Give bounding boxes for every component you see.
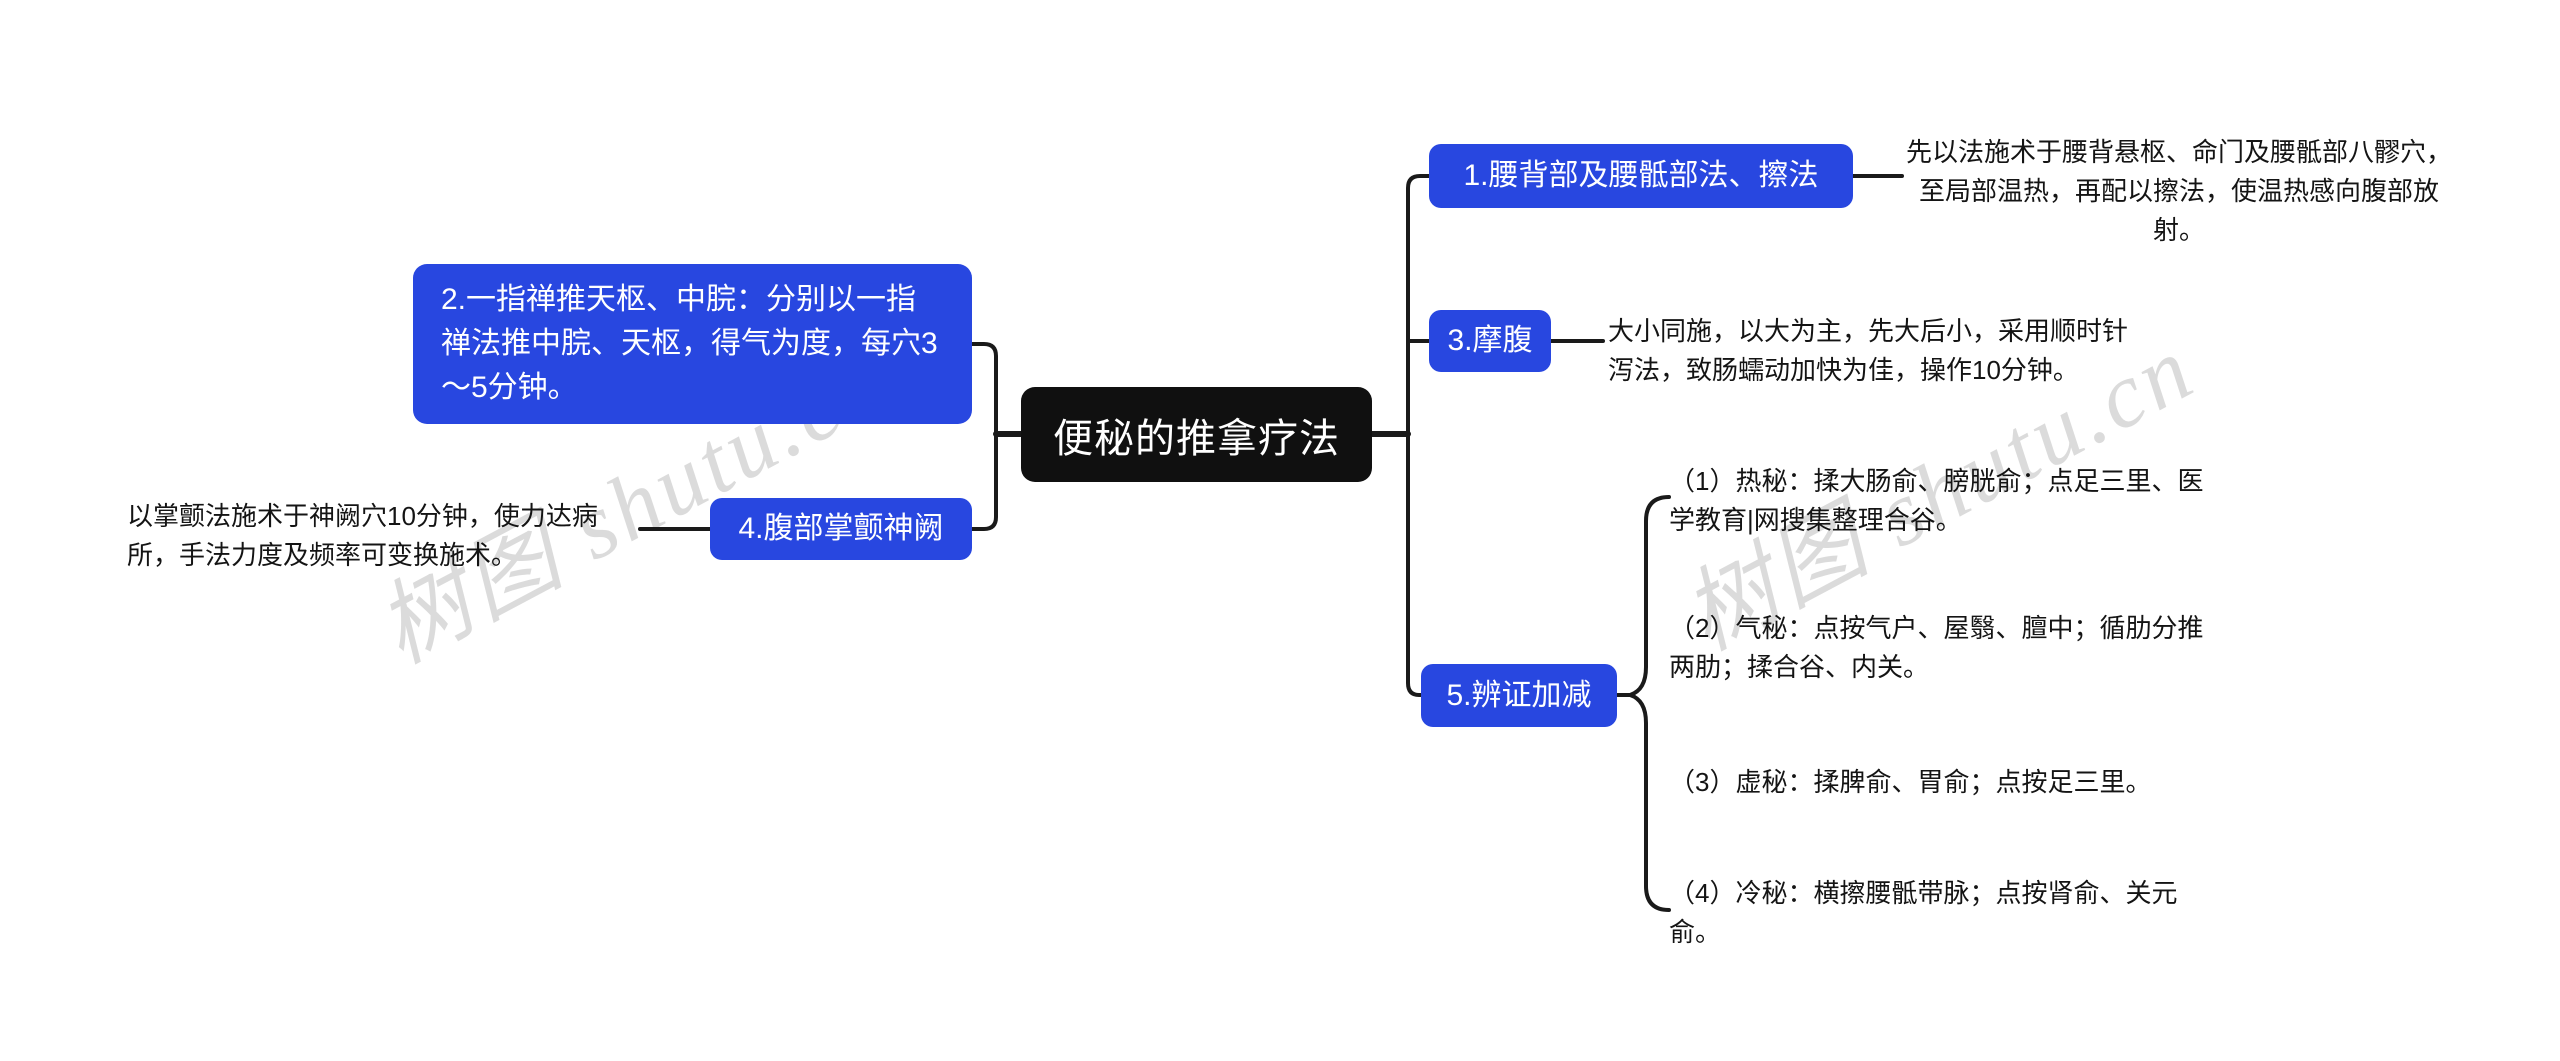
branch-node-4-label: 4.腹部掌颤神阙	[738, 512, 944, 545]
brace-b5	[1623, 495, 1671, 912]
branch-node-4[interactable]: 4.腹部掌颤神阙	[710, 498, 972, 560]
branch-node-2[interactable]: 2.一指禅推天枢、中脘：分别以一指禅法推中脘、天枢，得气为度，每穴3～5分钟。	[413, 264, 972, 424]
connector-left-trunk	[970, 342, 998, 531]
branch-5-item-1: （1）热秘：揉大肠俞、膀胱俞；点足三里、医学教育|网搜集整理合谷。	[1669, 466, 2204, 535]
central-topic-node[interactable]: 便秘的推拿疗法	[1021, 387, 1372, 482]
branch-node-3-label: 3.摩腹	[1447, 324, 1533, 357]
central-topic-label: 便秘的推拿疗法	[1053, 416, 1340, 461]
branch-5-item-2: （2）气秘：点按气户、屋翳、膻中；循肋分推两肋；揉合谷、内关。	[1669, 613, 2204, 682]
branch-4-note: 以掌颤法施术于神阙穴10分钟，使力达病所，手法力度及频率可变换施术。	[127, 501, 598, 570]
branch-1-note: 先以法施术于腰背悬枢、命门及腰骶部八髎穴，至局部温热，再配以擦法，使温热感向腹部…	[1905, 137, 2452, 245]
branch-node-2-label: 2.一指禅推天枢、中脘：分别以一指禅法推中脘、天枢，得气为度，每穴3～5分钟。	[441, 283, 938, 404]
connector-right-trunk	[1406, 174, 1431, 697]
branch-node-5[interactable]: 5.辨证加减	[1421, 664, 1617, 727]
branch-node-1[interactable]: 1.腰背部及腰骶部法、擦法	[1429, 144, 1853, 208]
branch-node-3[interactable]: 3.摩腹	[1429, 310, 1551, 372]
branch-5-item-4: （4）冷秘：横擦腰骶带脉；点按肾俞、关元俞。	[1669, 878, 2178, 947]
branch-node-1-label: 1.腰背部及腰骶部法、擦法	[1463, 159, 1819, 192]
branch-3-note: 大小同施，以大为主，先大后小，采用顺时针泻法，致肠蠕动加快为佳，操作10分钟。	[1608, 316, 2129, 385]
branch-5-item-3: （3）虚秘：揉脾俞、胃俞；点按足三里。	[1669, 767, 2152, 797]
branch-node-5-label: 5.辨证加减	[1446, 678, 1592, 712]
